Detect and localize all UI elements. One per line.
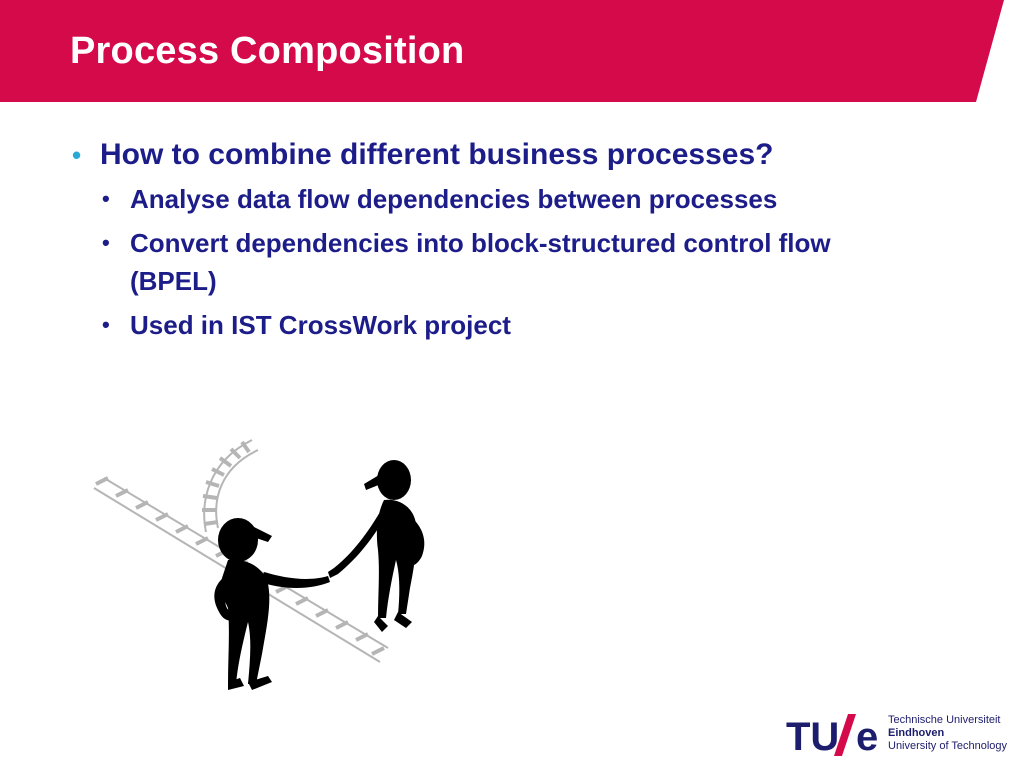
right-person-figure [328,460,425,632]
logo-line-2: Eindhoven [888,727,945,739]
svg-text:e: e [856,715,878,758]
left-person-figure [214,518,330,690]
railway-track-curved [202,439,259,533]
sub-bullet-marker: • [102,230,110,255]
slide-title: Process Composition [70,30,465,72]
tue-logo: TU e Technische Universiteit Eindhoven U… [786,710,1018,758]
sub-bullet-marker: • [102,186,110,211]
bullet-main: • How to combine different business proc… [72,134,972,176]
sub-bullet-2: • Convert dependencies into block-struct… [100,224,920,300]
tue-logo-mark: TU e [786,714,878,758]
sub-bullet-text: Analyse data flow dependencies between p… [130,184,778,214]
sub-bullet-1: • Analyse data flow dependencies between… [100,180,930,218]
bullet-marker: • [72,140,82,170]
bullet-main-text: How to combine different business proces… [100,138,774,171]
sub-bullet-3: • Used in IST CrossWork project [100,306,930,344]
sub-bullet-marker: • [102,312,110,337]
logo-line-3: University of Technology [888,740,1008,752]
title-band: Process Composition [0,0,1024,102]
sub-bullet-text: Convert dependencies into block-structur… [130,228,831,296]
svg-text:TU: TU [786,715,839,758]
logo-line-1: Technische Universiteit [888,714,1001,726]
title-band-shape [0,0,1004,102]
bullet-list: • How to combine different business proc… [72,134,972,350]
tue-logo-text: Technische Universiteit Eindhoven Univer… [888,714,1007,753]
handshake-railway-illustration [93,439,425,690]
sub-bullet-text: Used in IST CrossWork project [130,310,511,340]
